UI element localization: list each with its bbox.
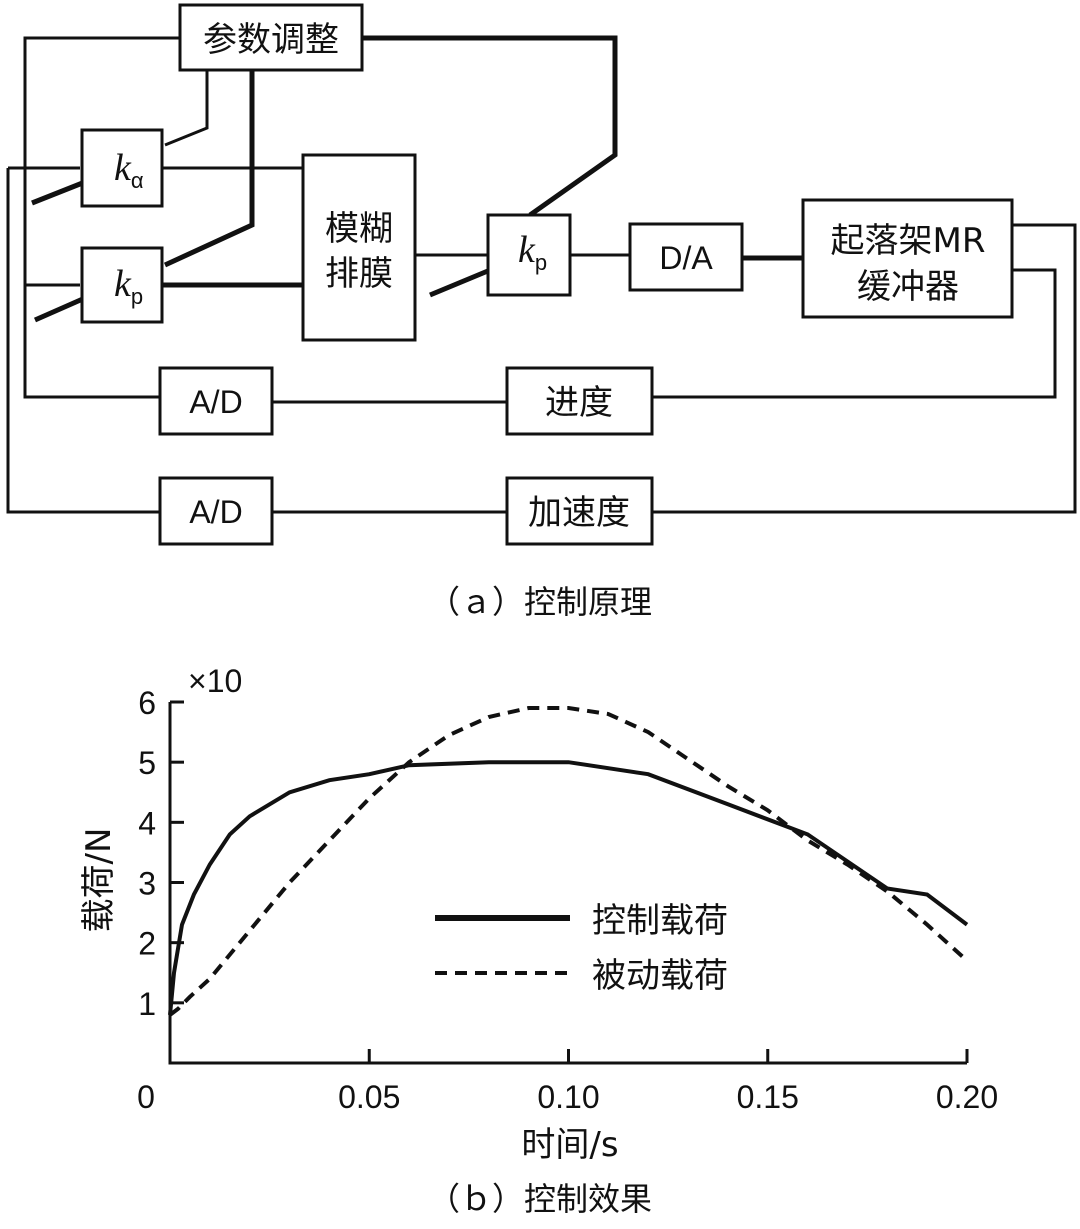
caption-b: （ｂ）控制效果 <box>428 1180 652 1218</box>
progress-block: 进度 <box>505 366 654 436</box>
series-controlled-load-line <box>168 760 969 1016</box>
x-axis-label: 时间/s <box>521 1125 618 1165</box>
control-diagram: 参数调整 kα kp 模糊 排膜 kp D/A 起落架MR 缓冲器 <box>6 3 1077 621</box>
x-axis-ticks: 0 0.05 0.10 0.15 0.20 <box>137 1049 998 1115</box>
x-tick-label: 0.20 <box>936 1079 998 1115</box>
y-tick-label: 4 <box>138 805 156 841</box>
x-tick-label: 0.05 <box>338 1079 400 1115</box>
chart: 0 0.05 0.10 0.15 0.20 1 2 3 4 5 6 ×10 时间/s 载荷/N 控… <box>79 663 998 1165</box>
mr-damper-block: 起落架MR 缓冲器 <box>801 198 1014 319</box>
fuzzy-label-line1: 模糊 <box>325 209 393 249</box>
x-tick-label: 0.15 <box>737 1079 799 1115</box>
legend-label-controlled: 控制载荷 <box>592 901 728 941</box>
y-tick-label: 5 <box>138 745 156 781</box>
y-axis-label: 载荷/N <box>79 828 119 933</box>
caption-a: （ａ）控制原理 <box>428 583 652 621</box>
diagram-wires <box>6 35 1077 514</box>
param-adjust-block: 参数调整 <box>178 3 364 72</box>
chart-axes <box>168 702 967 1065</box>
x-tick-label: 0.10 <box>537 1079 599 1115</box>
y-tick-label: 2 <box>138 926 156 962</box>
k-p-left-block: kp <box>80 246 164 324</box>
ad-top-label: A/D <box>189 384 242 420</box>
k-p-mid-label: kp <box>518 229 547 275</box>
x-tick-label: 0 <box>137 1079 155 1115</box>
fuzzy-label-line2: 排膜 <box>325 254 393 294</box>
y-exponent-label: ×10 <box>188 663 242 699</box>
k-p-mid-block: kp <box>486 213 572 297</box>
y-tick-label: 6 <box>138 685 156 721</box>
acceleration-block: 加速度 <box>505 476 654 546</box>
k-p-left-label: kp <box>114 263 143 309</box>
series-layer <box>168 706 969 1017</box>
series-passive-load-line <box>168 706 969 1017</box>
da-block: D/A <box>628 222 744 292</box>
y-tick-label: 1 <box>138 986 156 1022</box>
progress-label: 进度 <box>545 383 613 423</box>
ad-top-block: A/D <box>158 366 274 436</box>
acceleration-label: 加速度 <box>528 493 630 533</box>
mr-label-line2: 缓冲器 <box>857 267 959 307</box>
y-axis-ticks: 1 2 3 4 5 6 <box>138 685 184 1022</box>
ad-bottom-label: A/D <box>189 494 242 530</box>
param-adjust-label: 参数调整 <box>203 20 339 60</box>
mr-label-line1: 起落架MR <box>831 221 986 261</box>
legend-label-passive: 被动载荷 <box>592 956 728 996</box>
fuzzy-block: 模糊 排膜 <box>301 153 417 342</box>
k-alpha-block: kα <box>80 128 164 208</box>
ad-bottom-block: A/D <box>158 476 274 546</box>
k-alpha-label: kα <box>114 147 144 193</box>
da-label: D/A <box>659 240 713 276</box>
legend: 控制载荷 被动载荷 <box>435 901 728 996</box>
y-tick-label: 3 <box>138 866 156 902</box>
